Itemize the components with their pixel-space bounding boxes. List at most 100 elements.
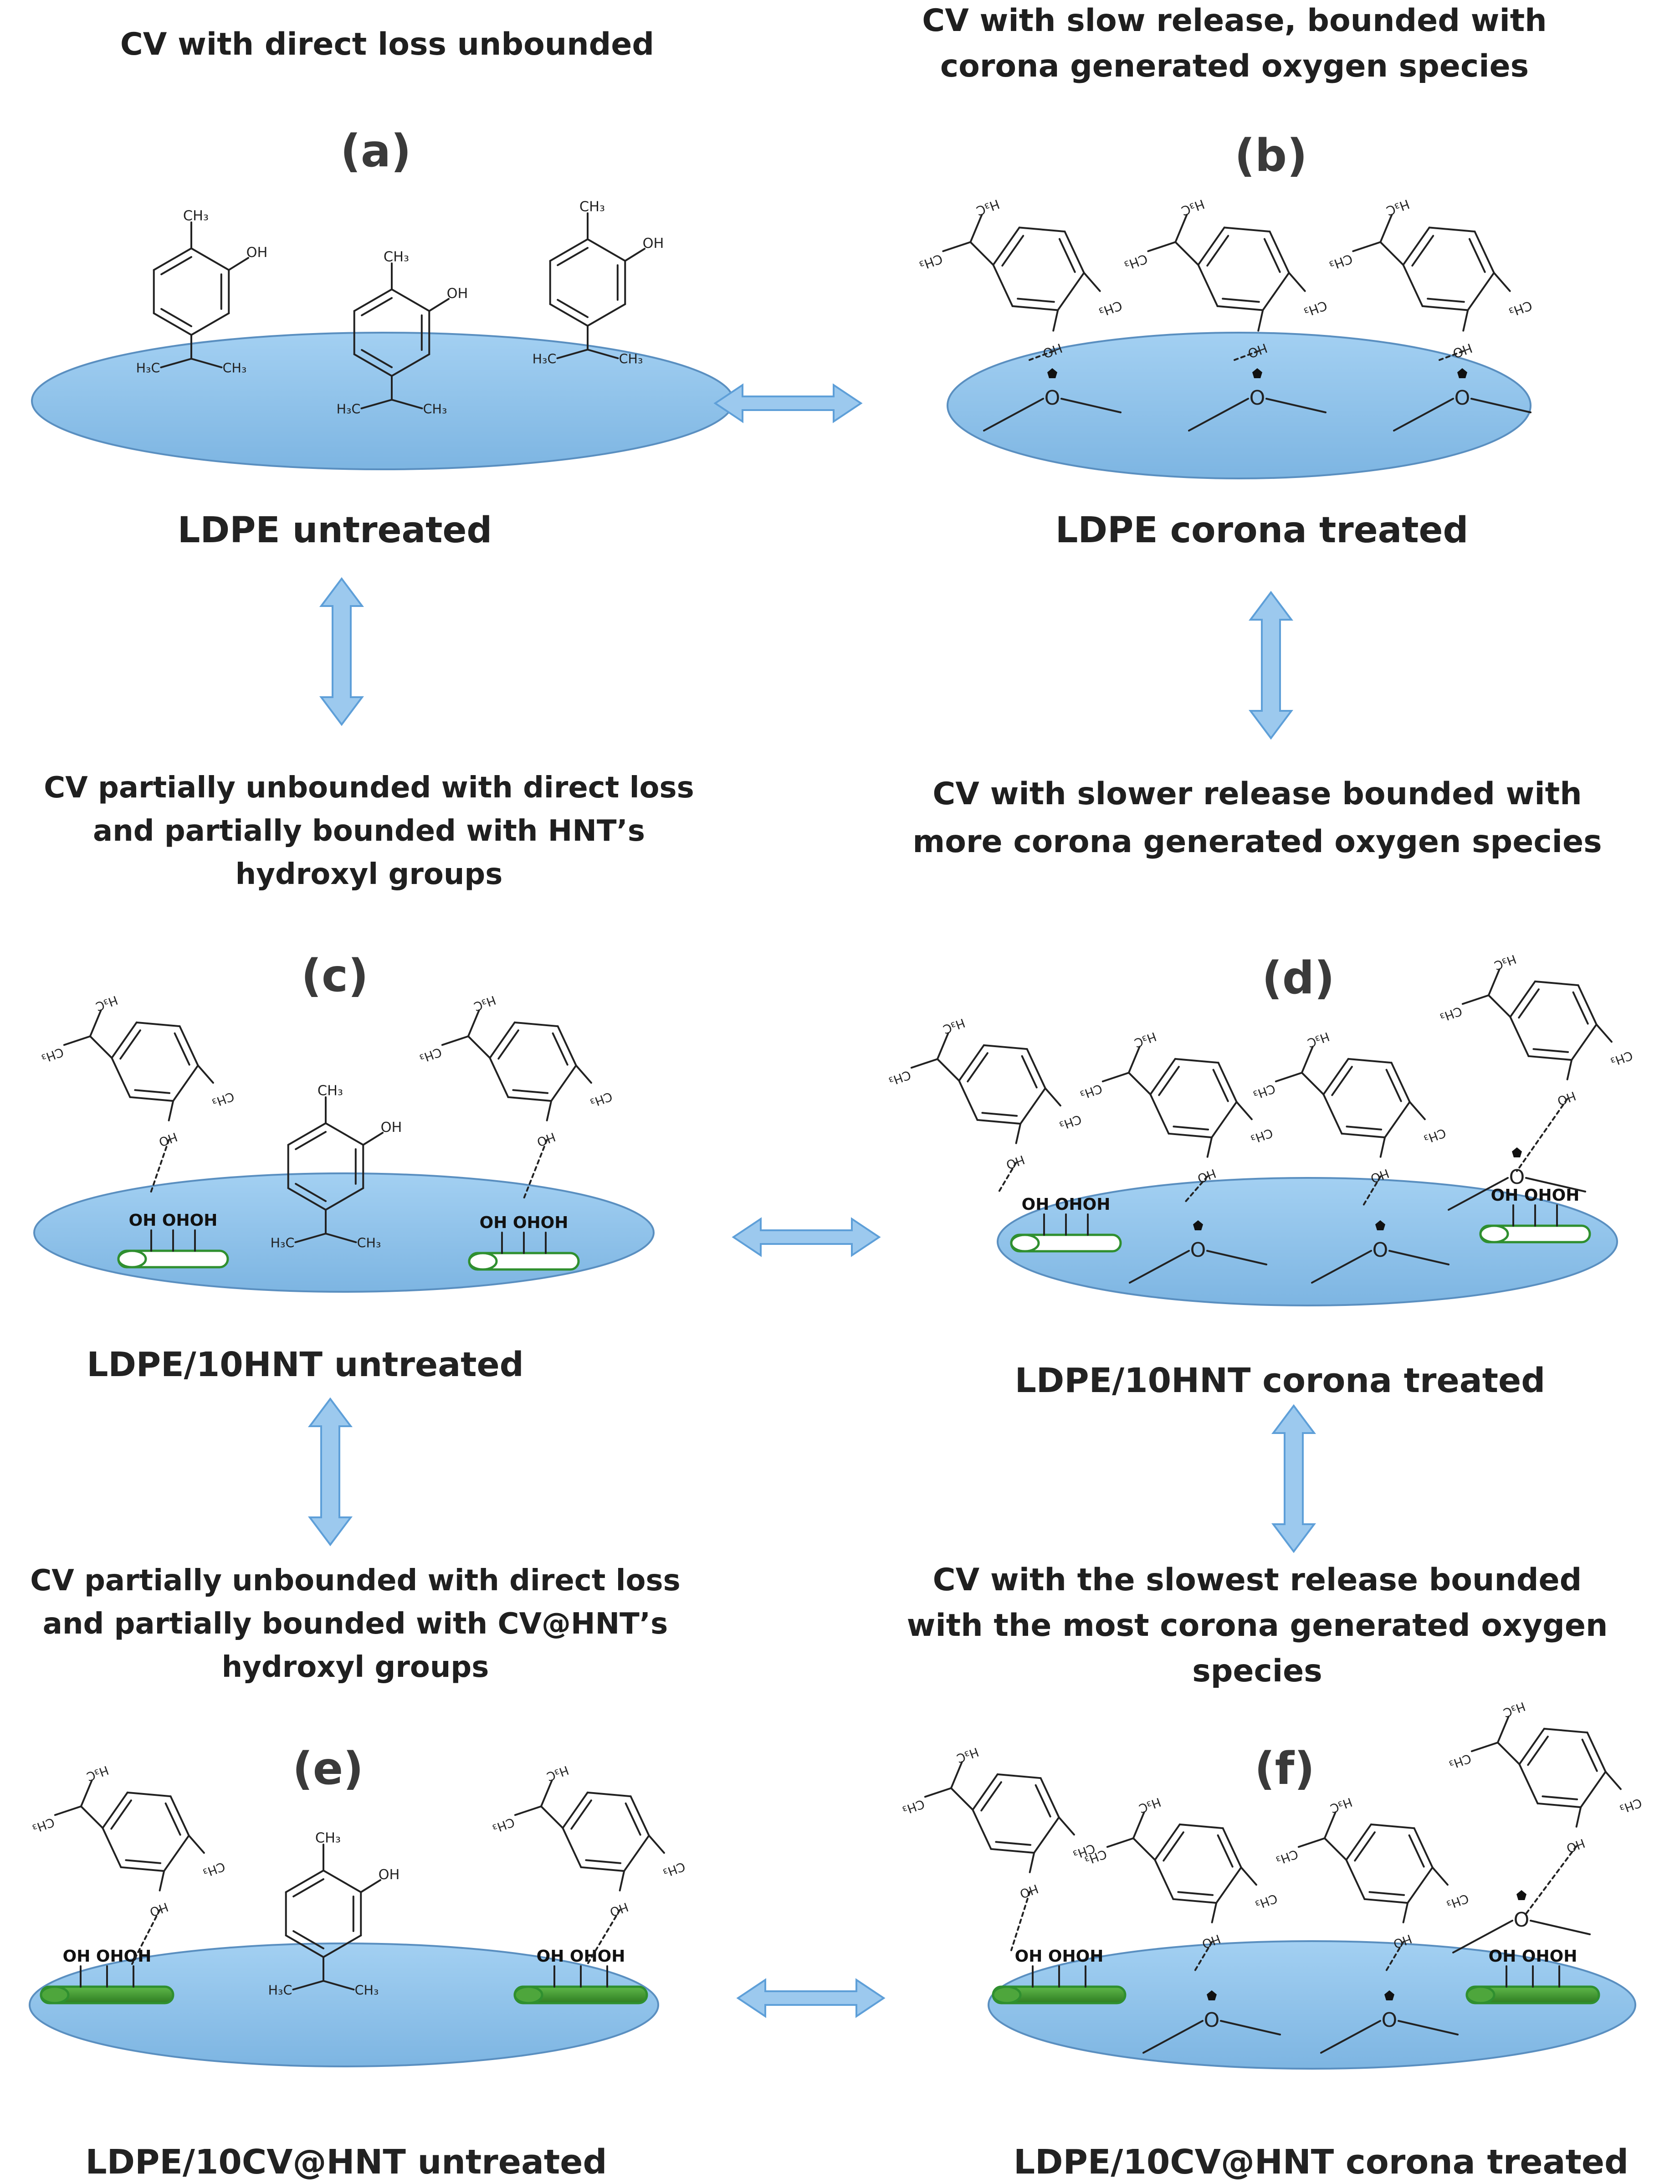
methyl-label: CH₃ bbox=[1444, 1891, 1470, 1912]
halloysite-tube-end bbox=[1465, 1985, 1496, 2004]
caption-f-line3: species bbox=[1192, 1653, 1322, 1689]
halloysite-tube-end bbox=[1010, 1233, 1040, 1253]
caption-b-line2: corona generated oxygen species bbox=[940, 48, 1529, 84]
panel-letter-c: (c) bbox=[301, 950, 369, 1002]
methyl-label: CH₃ bbox=[318, 1083, 343, 1099]
radical-dot bbox=[1512, 1147, 1522, 1157]
methyl-label: H₃C bbox=[271, 1236, 295, 1251]
methyl-label: H₃C bbox=[941, 1015, 967, 1036]
methyl-label: CH₃ bbox=[1253, 1891, 1279, 1912]
hydroxyl-groups-label: OH OHOH bbox=[1015, 1947, 1104, 1966]
hydroxyl-groups-label: OH OHOH bbox=[1022, 1195, 1111, 1214]
radical-dot bbox=[1047, 368, 1057, 378]
oxygen-label: O bbox=[1190, 1238, 1206, 1262]
caption-c-line3: hydroxyl groups bbox=[236, 858, 503, 891]
methyl-label: CH₃ bbox=[357, 1236, 381, 1251]
hnt-tube-f2: OH OHOH bbox=[1465, 1947, 1600, 2004]
methyl-label: CH₃ bbox=[917, 251, 945, 273]
double-arrow-horizontal-cd bbox=[732, 1217, 881, 1257]
caption-d-line2: more corona generated oxygen species bbox=[912, 824, 1602, 860]
hnt-tube-f1: OH OHOH bbox=[992, 1947, 1127, 2004]
film-label-a: LDPE untreated bbox=[178, 510, 492, 551]
methyl-label: H₃C bbox=[85, 1763, 111, 1783]
hnt-tube-d2: OH OHOH bbox=[1479, 1186, 1591, 1244]
caption-c-line2: and partially bounded with HNT’s bbox=[93, 814, 645, 848]
hydroxyl-label: HO bbox=[1018, 1881, 1040, 1901]
methyl-label: CH₃ bbox=[901, 1796, 927, 1817]
methyl-label: CH₃ bbox=[384, 249, 409, 265]
methyl-label: H₃C bbox=[1492, 951, 1518, 972]
radical-dot bbox=[1516, 1890, 1526, 1900]
oxygen-label: O bbox=[1509, 1166, 1525, 1189]
methyl-label: CH₃ bbox=[1422, 1125, 1448, 1146]
caption-d-line1: CV with slower release bounded with bbox=[932, 776, 1582, 812]
panel-letter-e: (e) bbox=[292, 1743, 364, 1795]
radical-dot bbox=[1375, 1220, 1385, 1230]
methyl-label: CH₃ bbox=[418, 1044, 444, 1065]
methyl-label: H₃C bbox=[136, 361, 160, 376]
methyl-label: H₃C bbox=[974, 196, 1002, 219]
corona-oxygen-f3: O bbox=[1452, 1890, 1591, 1953]
double-arrow-vertical-df bbox=[1271, 1404, 1316, 1553]
hydroxyl-label: HO bbox=[1564, 1836, 1587, 1855]
methyl-label: H₃C bbox=[94, 992, 120, 1013]
methyl-label: CH₃ bbox=[1302, 298, 1329, 320]
methyl-label: H₃C bbox=[1501, 1699, 1527, 1720]
methyl-label: H₃C bbox=[337, 402, 361, 417]
hydroxyl-groups-label: OH OHOH bbox=[63, 1947, 152, 1966]
corona-oxygen-f1: O bbox=[1142, 1990, 1281, 2054]
radical-dot bbox=[1193, 1220, 1203, 1230]
methyl-label: CH₃ bbox=[423, 402, 447, 417]
caption-e-line2: and partially bounded with CV@HNT’s bbox=[43, 1607, 668, 1641]
oxygen-label: O bbox=[1373, 1238, 1388, 1262]
double-arrow-horizontal-ab bbox=[713, 383, 863, 423]
methyl-label: H₃C bbox=[533, 352, 557, 367]
halloysite-tube-end bbox=[468, 1252, 498, 1271]
methyl-label: H₃C bbox=[1179, 196, 1207, 219]
methyl-label: CH₃ bbox=[491, 1814, 517, 1835]
double-arrow-vertical-bd bbox=[1249, 591, 1293, 740]
ldpe-film-e bbox=[29, 1942, 659, 2067]
methyl-label: CH₃ bbox=[1327, 251, 1355, 273]
ldpe-film-c bbox=[33, 1172, 655, 1293]
hydroxyl-groups-label: OH OHOH bbox=[480, 1213, 569, 1232]
methyl-label: H₃C bbox=[1328, 1794, 1354, 1815]
methyl-label: CH₃ bbox=[1057, 1112, 1083, 1133]
hydroxyl-groups-label: OH OHOH bbox=[1491, 1186, 1580, 1205]
ldpe-film-d bbox=[997, 1177, 1618, 1306]
double-arrow-horizontal-ef bbox=[736, 1978, 886, 2018]
corona-oxygen-d3: O bbox=[1448, 1147, 1586, 1211]
methyl-label: CH₃ bbox=[1274, 1846, 1300, 1867]
film-label-c: LDPE/10HNT untreated bbox=[87, 1345, 523, 1384]
methyl-label: CH₃ bbox=[1078, 1081, 1104, 1102]
methyl-label: CH₃ bbox=[31, 1814, 56, 1835]
film-label-f: LDPE/10CV@HNT corona treated bbox=[1014, 2143, 1629, 2182]
methyl-label: CH₃ bbox=[1251, 1081, 1277, 1102]
methyl-label: H₃C bbox=[268, 1983, 292, 1998]
panel-letter-f: (f) bbox=[1255, 1743, 1315, 1795]
methyl-label: CH₃ bbox=[1608, 1048, 1634, 1069]
methyl-label: CH₃ bbox=[1122, 251, 1150, 273]
corona-oxygen-b2: O bbox=[1188, 368, 1327, 432]
methyl-label: CH₃ bbox=[1097, 298, 1124, 320]
methyl-label: CH₃ bbox=[201, 1859, 227, 1880]
methyl-label: CH₃ bbox=[223, 361, 247, 376]
corona-oxygen-d2: O bbox=[1311, 1220, 1450, 1284]
caption-f-line2: with the most corona generated oxygen bbox=[907, 1608, 1608, 1644]
oxygen-label: O bbox=[1204, 2009, 1220, 2032]
hnt-tube-c1: OH OHOH bbox=[117, 1211, 229, 1269]
hydroxyl-label: HO bbox=[157, 1130, 179, 1149]
methyl-label: CH₃ bbox=[1507, 298, 1534, 320]
